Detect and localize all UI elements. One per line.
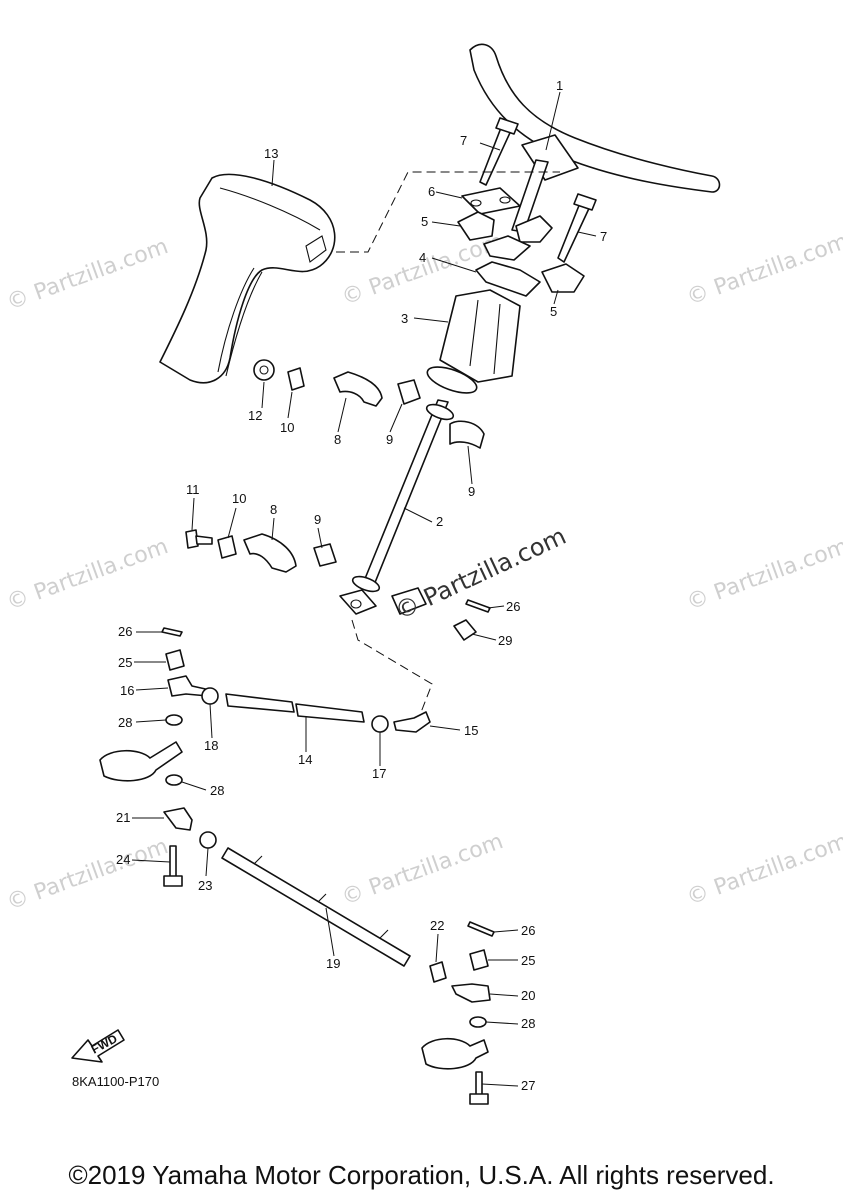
tie-rod-end-20 xyxy=(451,983,491,1003)
copyright-notice: ©2019 Yamaha Motor Corporation, U.S.A. A… xyxy=(68,1160,775,1190)
callout-25: 25 xyxy=(118,655,132,670)
callout-18: 18 xyxy=(204,738,218,753)
washer-28-lower xyxy=(469,1016,487,1028)
bolt-24 xyxy=(169,845,177,879)
reference-code: 8KA1100-P170 xyxy=(72,1074,159,1089)
holder-5-lower xyxy=(541,263,585,293)
locknut-17 xyxy=(371,715,389,733)
nut-10-lower xyxy=(217,535,237,559)
bushing-9-a xyxy=(397,379,421,405)
callout-27: 27 xyxy=(521,1078,535,1093)
watermark: © Partzilla.com xyxy=(684,534,843,616)
knuckle-arm-left xyxy=(99,741,183,782)
bolt-11 xyxy=(185,529,199,549)
handle-cover-13 xyxy=(159,173,336,384)
fwd-arrow-icon: FWD xyxy=(71,1029,125,1063)
callout-22: 22 xyxy=(430,918,444,933)
nut-10-upper xyxy=(287,367,305,391)
callout-8: 8 xyxy=(270,502,277,517)
watermark: © Partzilla.com xyxy=(339,829,507,911)
watermark: © Partzilla.com xyxy=(684,829,843,911)
callout-26: 26 xyxy=(506,599,520,614)
callout-21: 21 xyxy=(116,810,130,825)
callout-29: 29 xyxy=(498,633,512,648)
callout-5: 5 xyxy=(421,214,428,229)
callout-23: 23 xyxy=(198,878,212,893)
tie-rod-end-15 xyxy=(393,711,431,733)
bushing-9-b xyxy=(449,420,485,449)
callout-9: 9 xyxy=(468,484,475,499)
assembly-line xyxy=(336,171,560,253)
callout-12: 12 xyxy=(248,408,262,423)
callout-28: 28 xyxy=(118,715,132,730)
callout-13: 13 xyxy=(264,146,278,161)
callouts: 1 2 3 4 5 5 6 7 7 8 8 9 9 9 10 10 11 12 … xyxy=(116,78,607,1093)
callout-9: 9 xyxy=(386,432,393,447)
holder-5-upper xyxy=(457,211,495,241)
callout-7: 7 xyxy=(460,133,467,148)
callout-28: 28 xyxy=(210,783,224,798)
plate-6 xyxy=(461,187,521,215)
callout-17: 17 xyxy=(372,766,386,781)
callout-9: 9 xyxy=(314,512,321,527)
watermark: © Partzilla.com xyxy=(4,234,172,316)
callout-10: 10 xyxy=(280,420,294,435)
watermark: © Partzilla.com xyxy=(684,229,843,311)
watermark: © Partzilla.com xyxy=(4,534,172,616)
tie-rod-14-left xyxy=(225,693,295,713)
callout-10: 10 xyxy=(232,491,246,506)
callout-19: 19 xyxy=(326,956,340,971)
callout-28: 28 xyxy=(521,1016,535,1031)
cotter-pin-26-right xyxy=(465,599,491,613)
tie-rod-14-right xyxy=(295,703,365,723)
tie-rod-19 xyxy=(221,847,411,967)
callout-25: 25 xyxy=(521,953,535,968)
callout-8: 8 xyxy=(334,432,341,447)
callout-26: 26 xyxy=(118,624,132,639)
callout-2: 2 xyxy=(436,514,443,529)
callout-7: 7 xyxy=(600,229,607,244)
bushing-9-c xyxy=(313,543,337,567)
callout-4: 4 xyxy=(419,250,426,265)
knuckle-arm-right xyxy=(421,1037,489,1070)
locknut-22 xyxy=(429,961,447,983)
collar-12 xyxy=(253,359,275,381)
washer-28-upper xyxy=(165,714,183,726)
cotter-pin-26-lower xyxy=(467,921,495,937)
locknut-23 xyxy=(199,831,217,849)
clamp-8-upper xyxy=(333,371,383,407)
callout-3: 3 xyxy=(401,311,408,326)
cotter-pin-26-left xyxy=(161,627,183,637)
callout-20: 20 xyxy=(521,988,535,1003)
castle-nut-25 xyxy=(165,649,185,671)
watermark: © Partzilla.com xyxy=(4,834,172,916)
callout-15: 15 xyxy=(464,723,478,738)
steering-column-2 xyxy=(339,366,478,615)
bolt-27 xyxy=(475,1071,483,1097)
bolt-7 xyxy=(479,117,597,263)
holder-4 xyxy=(475,261,541,297)
callout-1: 1 xyxy=(556,78,563,93)
callout-26: 26 xyxy=(521,923,535,938)
callout-5: 5 xyxy=(550,304,557,319)
nut-29 xyxy=(453,619,477,641)
handlebar xyxy=(469,43,721,233)
callout-6: 6 xyxy=(428,184,435,199)
clamp-8-lower xyxy=(243,533,297,573)
callout-11: 11 xyxy=(186,482,200,497)
callout-24: 24 xyxy=(116,852,130,867)
callout-14: 14 xyxy=(298,752,312,767)
bolt-11-shank xyxy=(195,535,213,545)
castle-nut-25-lower xyxy=(469,949,489,971)
leader-lines xyxy=(131,91,597,1087)
tie-rod-end-21 xyxy=(163,807,193,831)
assembly-line xyxy=(351,619,433,721)
column-cover-3 xyxy=(439,289,521,383)
callout-16: 16 xyxy=(120,683,134,698)
locknut-18 xyxy=(201,687,219,705)
